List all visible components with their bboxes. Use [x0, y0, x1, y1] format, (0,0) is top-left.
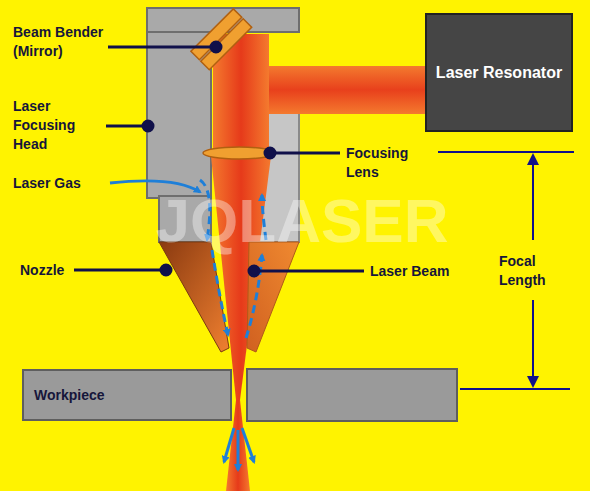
part-label: Beam Bender (Mirror): [13, 23, 105, 61]
watermark: JQLASER: [112, 188, 492, 254]
part-label: Laser Gas: [13, 174, 108, 193]
workpiece-plate: Workpiece: [22, 369, 232, 421]
part-label: Laser Focusing Head: [13, 97, 103, 154]
dimension-label: Focal Length: [499, 250, 565, 292]
node-text: Laser Resonator: [436, 64, 562, 82]
resonator-box: Laser Resonator: [425, 13, 573, 132]
part-label: Laser Beam: [370, 262, 460, 281]
node-text: Workpiece: [34, 387, 105, 403]
part-label: Focusing Lens: [346, 144, 418, 182]
part-label: Nozzle: [20, 261, 80, 280]
